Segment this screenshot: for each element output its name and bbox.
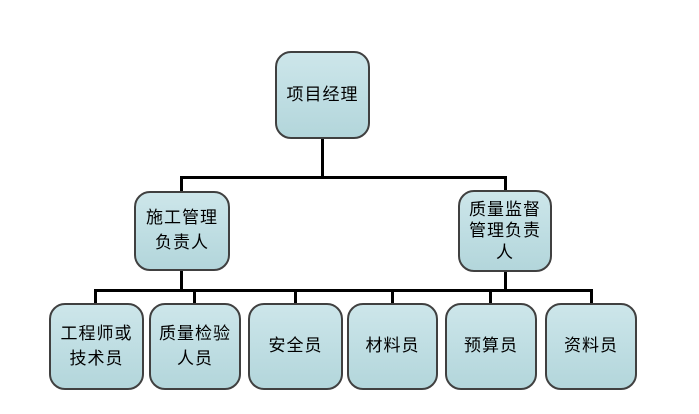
- connector-level3-bus: [94, 289, 593, 292]
- node-document-officer: 资料员: [545, 303, 637, 390]
- node-engineer-or-technician: 工程师或 技术员: [49, 303, 144, 390]
- connector-drop-box1: [94, 289, 97, 304]
- node-construction-manager: 施工管理 负责人: [134, 191, 230, 271]
- node-quality-supervision-manager: 质量监督 管理负责 人: [458, 190, 552, 272]
- node-material-officer: 材料员: [347, 303, 438, 390]
- connector-drop-box6: [590, 289, 593, 304]
- connector-stem-right: [504, 271, 507, 292]
- connector-level2-horizontal: [180, 176, 507, 179]
- connector-drop-box3: [294, 289, 297, 304]
- connector-stem-left: [180, 270, 183, 292]
- connector-root-stem: [321, 138, 324, 179]
- connector-drop-left: [180, 176, 183, 192]
- node-safety-officer: 安全员: [248, 303, 343, 390]
- connector-drop-box4: [391, 289, 394, 304]
- connector-drop-right: [504, 176, 507, 191]
- node-project-manager: 项目经理: [275, 51, 370, 139]
- connector-drop-box2: [193, 289, 196, 304]
- connector-drop-box5: [489, 289, 492, 304]
- node-budget-officer: 预算员: [445, 303, 537, 390]
- node-quality-inspection-staff: 质量检验 人员: [149, 303, 241, 390]
